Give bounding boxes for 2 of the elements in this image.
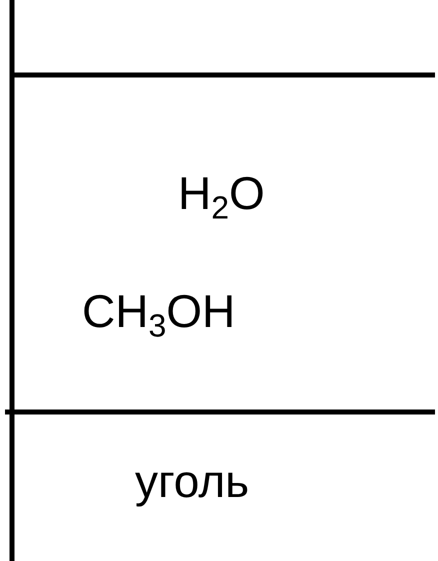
layer-label: уголь <box>135 458 250 504</box>
formula-label: H$_{2}$O <box>178 170 265 216</box>
